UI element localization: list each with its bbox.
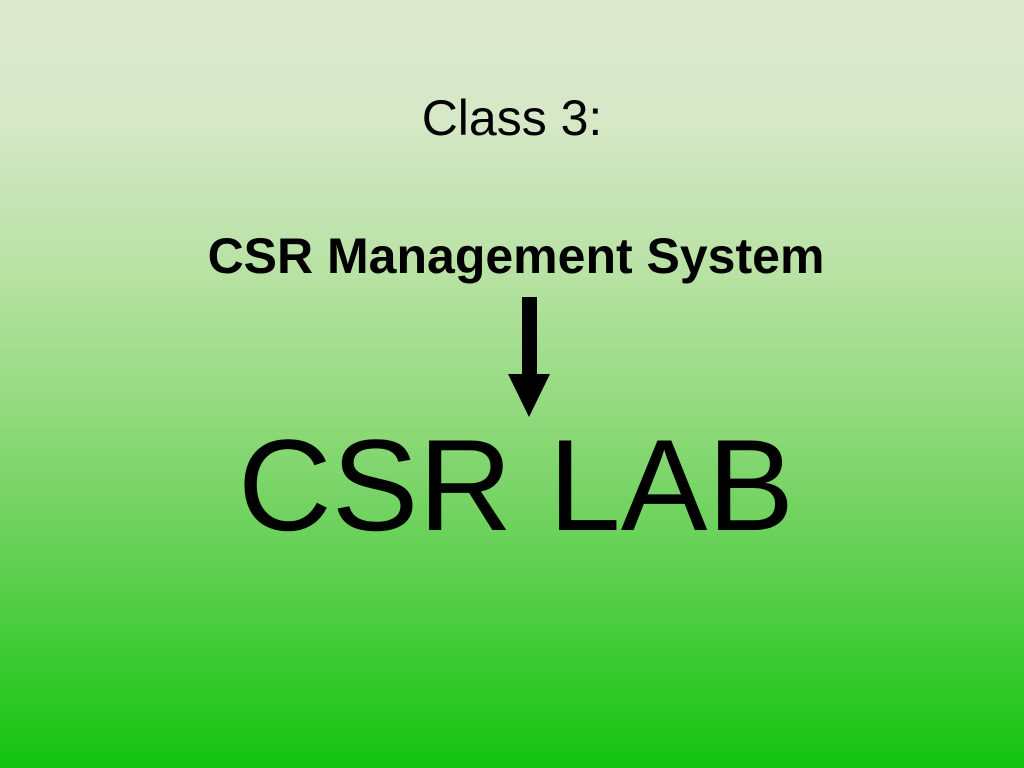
down-arrow-icon: [508, 297, 550, 417]
subtitle: CSR Management System: [207, 228, 825, 284]
class-heading: Class 3:: [421, 90, 603, 146]
main-title: CSR LAB: [237, 412, 795, 558]
